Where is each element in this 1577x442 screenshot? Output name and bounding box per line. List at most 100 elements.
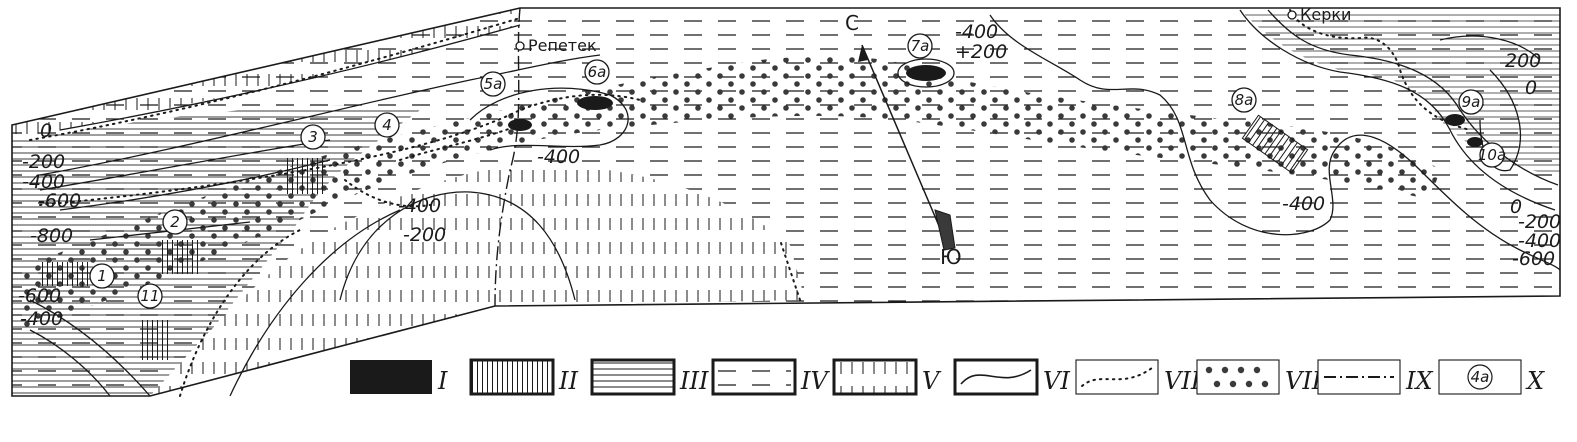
compass-south-label: Ю <box>940 245 962 269</box>
legend-item-X: 4а X <box>1438 359 1545 395</box>
legend-swatch-dotted-curve <box>1075 359 1159 395</box>
legend-item-VIII: VIII <box>1196 359 1331 395</box>
area-label-10: 10а <box>1478 142 1506 168</box>
area-label-text: 10а <box>1478 146 1506 164</box>
legend-swatch-solid-black <box>350 360 432 394</box>
contour-label: -400 <box>955 21 998 43</box>
central-dome-pattern <box>150 164 805 396</box>
ore-body-6a <box>577 96 613 110</box>
contour-label: 0 <box>1510 196 1522 218</box>
area-label-11: 11 <box>137 283 163 309</box>
legend-swatch-vertical-dashes <box>832 358 918 396</box>
ore-body-9a <box>1445 114 1465 126</box>
contour-label: -200 <box>22 151 65 173</box>
contour-label: -600 <box>18 285 61 307</box>
legend-item-I: I <box>350 360 448 395</box>
compass-north-label: С <box>845 11 859 35</box>
east-lined-area <box>1240 10 1560 175</box>
hatched-body-2 <box>160 240 200 274</box>
legend-item-VII: VII <box>1075 359 1201 395</box>
area-label-7: 7а <box>907 33 933 59</box>
town-kerki-label: Керки <box>1300 5 1351 24</box>
area-label-text: 4 <box>382 116 392 134</box>
hatched-body-8a <box>1241 114 1309 174</box>
area-label-1: 1 <box>89 263 115 289</box>
ore-body-10a <box>1467 137 1483 147</box>
area-label-text: 7а <box>911 37 930 55</box>
ore-bodies <box>40 58 1483 360</box>
legend-numeral: I <box>437 367 448 395</box>
compass-needle: С Ю <box>845 11 962 269</box>
contour-label: -400 <box>22 171 65 193</box>
area-labels: 1 2 3 4 5а 6а 7а 8а 9а 10а 11 <box>89 33 1506 309</box>
legend-numeral: II <box>558 367 578 395</box>
legend-numeral: VI <box>1043 367 1070 395</box>
legend-swatch-dots <box>1196 359 1280 395</box>
contour-label: -200 <box>1518 211 1561 233</box>
map-frame <box>11 7 1561 397</box>
area-label-text: 9а <box>1462 93 1481 111</box>
contour-label: -600 <box>1512 248 1555 270</box>
ore-body-7a <box>906 65 946 81</box>
fault-line <box>494 7 521 307</box>
legend-item-V: V <box>832 358 942 396</box>
contour-labels: 0-200-400-600-800-600-400-400-200-400-40… <box>18 21 1561 330</box>
area-label-text: 1 <box>97 267 107 285</box>
legend-numeral: IX <box>1405 367 1433 395</box>
contour-label: -800 <box>30 225 73 247</box>
area-label-text: 2 <box>170 213 180 231</box>
contour-label: -400 <box>537 146 580 168</box>
legend-swatch-horizontal-lines <box>590 358 676 396</box>
area-label-text: 5а <box>484 75 503 93</box>
legend-swatch-vertical-hatch <box>469 358 555 396</box>
legend-swatch-circled-label: 4а <box>1438 359 1522 395</box>
ore-body-5a <box>508 119 532 131</box>
legend-swatch-solid-curve <box>953 358 1039 396</box>
dotted-boundaries <box>29 9 1471 397</box>
town-repetek-label: Репетек <box>528 36 597 55</box>
legend-numeral: X <box>1525 367 1545 395</box>
legend-numeral: VII <box>1164 367 1201 395</box>
contour-label: 0 <box>40 120 52 142</box>
hatched-body-1 <box>40 262 90 286</box>
contour-label: -400 <box>1282 193 1325 215</box>
contour-label: -600 <box>38 190 81 212</box>
legend-numeral: III <box>679 367 709 395</box>
area-label-text: 8а <box>1235 91 1254 109</box>
contour-label: +200 <box>955 41 1007 63</box>
town-repetek: Репетек <box>515 36 597 55</box>
legend-item-IX: IX <box>1317 359 1433 395</box>
legend-numeral: V <box>922 367 942 395</box>
contour-label: -400 <box>20 308 63 330</box>
area-label-6: 6а <box>584 59 610 85</box>
area-label-5: 5а <box>480 71 506 97</box>
area-label-3: 3 <box>300 124 326 150</box>
area-label-text: 6а <box>588 63 607 81</box>
contour-label: -400 <box>398 195 441 217</box>
area-label-text: 3 <box>308 128 318 146</box>
hatched-body-11 <box>140 320 170 360</box>
contour-label: 200 <box>1505 50 1541 72</box>
contour-label: -200 <box>403 224 446 246</box>
area-label-text: 11 <box>140 287 159 305</box>
contour-label: 0 <box>1525 77 1537 99</box>
contour-label: -400 <box>1518 230 1561 252</box>
legend-sample-label: 4а <box>1471 368 1490 386</box>
area-label-8: 8а <box>1231 87 1257 113</box>
legend-swatch-dash-dot-line <box>1317 359 1401 395</box>
dotted-belt <box>20 56 1440 330</box>
legend-numeral: IV <box>800 367 830 395</box>
legend-swatch-dashes <box>711 358 797 396</box>
town-kerki: Керки <box>1287 5 1351 24</box>
legend-item-VI: VI <box>953 358 1070 396</box>
legend-item-II: II <box>469 358 578 396</box>
legend-item-III: III <box>590 358 709 396</box>
north-hatched-band <box>12 8 520 140</box>
legend-item-IV: IV <box>711 358 830 396</box>
hatched-body-3 <box>285 158 325 194</box>
area-label-2: 2 <box>162 209 188 235</box>
area-label-4: 4 <box>374 112 400 138</box>
area-label-9: 9а <box>1458 89 1484 115</box>
